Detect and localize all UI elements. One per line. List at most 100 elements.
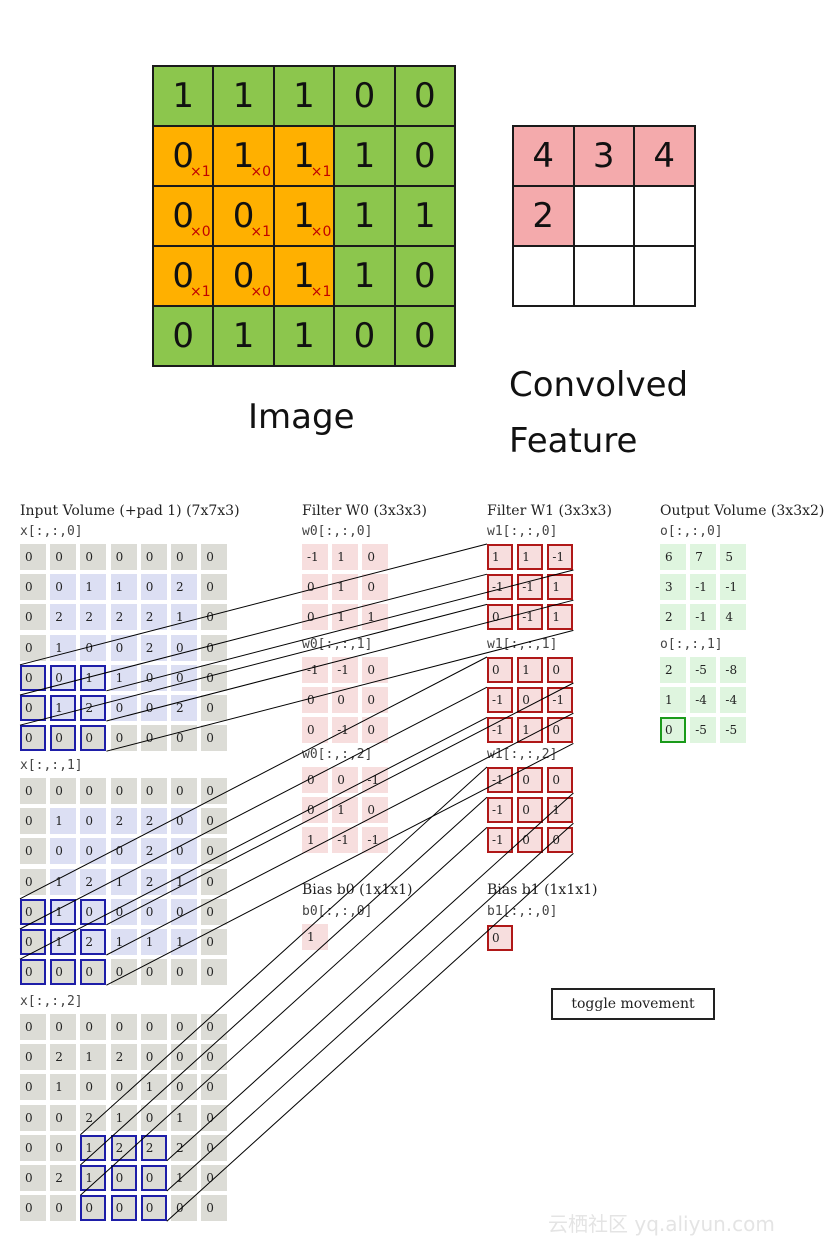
input-cell: 1	[140, 1074, 167, 1101]
filter-w1-cell: -1	[547, 544, 574, 570]
input-cell: 2	[110, 604, 137, 631]
input-cell: 0	[20, 808, 46, 835]
input-cell: 0	[50, 544, 77, 570]
output-slice-label: o[:,:,0]	[660, 524, 723, 539]
feature-cell	[633, 185, 696, 247]
input-cell: 0	[201, 1014, 228, 1040]
image-cell-value: 0	[232, 256, 255, 296]
image-cell: 0	[152, 305, 215, 367]
image-cell: 0	[393, 245, 456, 307]
input-cell: 2	[171, 574, 197, 601]
filter-w1-cell: 1	[487, 544, 513, 570]
filter-w1-slice-label: w1[:,:,2]	[487, 747, 558, 762]
image-cell-value: 1	[293, 316, 315, 356]
input-cell: 1	[50, 808, 77, 835]
input-cell: 0	[140, 574, 167, 601]
input-cell: 0	[140, 778, 167, 804]
input-cell: 2	[140, 868, 167, 895]
filter-w1-cell: -1	[487, 797, 513, 824]
input-cell: 0	[110, 778, 137, 804]
input-cell: 0	[201, 574, 228, 601]
input-cell: 0	[110, 544, 137, 570]
filter-w0-cell: -1	[332, 717, 359, 744]
input-cell: 0	[201, 808, 228, 835]
input-window-cell: 0	[80, 725, 107, 752]
filter-w0-cell: -1	[362, 767, 389, 793]
input-cell: 0	[171, 1014, 197, 1040]
image-cell: 1	[393, 185, 456, 247]
input-cell: 0	[201, 1104, 228, 1131]
input-cell: 0	[140, 1044, 167, 1071]
image-cell-value: 1	[232, 136, 255, 176]
input-cell: 0	[50, 1195, 77, 1222]
input-slice-label: x[:,:,1]	[20, 758, 83, 773]
input-cell: 0	[171, 634, 197, 661]
filter-w0-cell: 1	[332, 544, 359, 570]
input-cell: 1	[171, 1104, 197, 1131]
image-cell-value: 0	[413, 136, 436, 176]
input-cell: 0	[201, 725, 228, 752]
input-cell: 0	[20, 838, 46, 865]
output-cell: 7	[690, 544, 717, 570]
input-window-cell: 0	[20, 695, 46, 721]
input-cell: 0	[201, 959, 228, 986]
input-cell: 0	[80, 1014, 107, 1040]
filter-w0-cell: 0	[362, 574, 389, 601]
kernel-weight: ×0	[310, 224, 332, 240]
filter-w1-cell: -1	[487, 767, 513, 793]
input-cell: 1	[110, 868, 137, 895]
image-cell-value: 0	[232, 196, 255, 236]
image-cell-value: 1	[353, 136, 376, 176]
bias-b1-cell: 0	[487, 925, 513, 951]
filter-w0-cell: 0	[362, 657, 389, 683]
filter-w0-cell: 1	[302, 827, 328, 854]
image-cell: 1	[333, 245, 396, 307]
output-cell: -4	[720, 687, 747, 714]
input-cell: 0	[20, 1044, 46, 1071]
bias-b0-title: Bias b0 (1x1x1)	[302, 882, 413, 898]
image-cell: 1	[212, 65, 275, 127]
output-cell: -5	[720, 717, 747, 744]
input-cell: 2	[50, 1044, 77, 1071]
input-cell: 0	[171, 544, 197, 570]
input-cell: 0	[171, 959, 197, 986]
input-cell: 0	[171, 1044, 197, 1071]
filter-w1-slice-label: w1[:,:,1]	[487, 637, 558, 652]
input-cell: 0	[80, 808, 107, 835]
output-cell: -1	[690, 574, 717, 601]
kernel-weight: ×1	[190, 164, 211, 180]
input-window-cell: 1	[50, 695, 77, 721]
image-cell: 0	[333, 305, 396, 367]
output-active-cell: 0	[660, 717, 686, 744]
filter-w0-cell: 0	[362, 717, 389, 744]
input-window-cell: 0	[140, 1165, 167, 1191]
filter-w0-cell: -1	[302, 544, 328, 570]
image-cell-value: 0	[413, 316, 436, 356]
filter-w1-cell: -1	[487, 687, 513, 714]
input-cell: 0	[20, 1165, 46, 1191]
input-cell: 0	[20, 1104, 46, 1131]
filter-w1-cell: -1	[547, 687, 574, 714]
output-cell: 2	[660, 657, 686, 683]
input-cell: 0	[201, 929, 228, 955]
image-cell-value: 1	[232, 316, 255, 356]
kernel-weight: ×0	[250, 164, 272, 180]
image-cell-value: 0	[413, 76, 436, 116]
input-window-cell: 1	[50, 929, 77, 955]
filter-w1-cell: 1	[517, 544, 544, 570]
filter-w1-cell: -1	[517, 574, 544, 601]
input-cell: 1	[171, 929, 197, 955]
filter-w0-cell: -1	[332, 657, 359, 683]
input-cell: 1	[110, 1104, 137, 1131]
kernel-weight: ×1	[310, 164, 332, 180]
input-window-cell: 0	[50, 664, 77, 691]
output-cell: 1	[660, 687, 686, 714]
input-window-cell: 0	[20, 959, 46, 986]
image-cell: 1×0	[212, 125, 275, 187]
input-cell: 2	[110, 1044, 137, 1071]
filter-w1-cell: 1	[547, 604, 574, 631]
filter-w0-cell: 0	[362, 544, 389, 570]
input-cell: 0	[50, 574, 77, 601]
input-cell: 1	[50, 634, 77, 661]
toggle-movement-button[interactable]: toggle movement	[551, 988, 715, 1020]
